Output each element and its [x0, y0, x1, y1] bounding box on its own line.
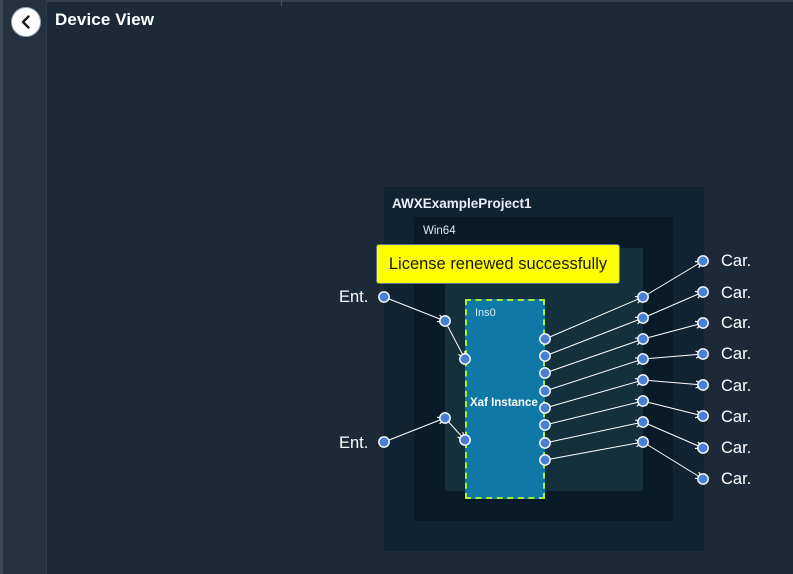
instance-output-port[interactable]: [539, 333, 551, 345]
page-title: Device View: [55, 10, 155, 29]
instance-output-port[interactable]: [539, 385, 551, 397]
connection-wire: [444, 320, 465, 359]
output-endpoint-label: Car.: [721, 345, 752, 363]
output-endpoint-label: Car.: [721, 284, 752, 302]
instance-output-port[interactable]: [539, 437, 551, 449]
instance-output-port[interactable]: [539, 402, 551, 414]
instance-output-port[interactable]: [539, 454, 551, 466]
input-relay-port[interactable]: [439, 315, 451, 327]
connection-wire: [544, 401, 643, 426]
connection-wire: [544, 359, 643, 392]
connection-wire: [383, 296, 445, 321]
chevron-left-icon: [21, 15, 30, 29]
xaf-instance-block[interactable]: [465, 299, 545, 499]
input-endpoint-port[interactable]: [378, 291, 390, 303]
input-relay-port[interactable]: [439, 412, 451, 424]
wire-layer: [383, 261, 703, 479]
instance-input-port[interactable]: [459, 434, 471, 446]
output-endpoint-port[interactable]: [697, 410, 709, 422]
output-endpoint-port[interactable]: [697, 442, 709, 454]
output-endpoint-label: Car.: [721, 408, 752, 426]
license-notification: License renewed successfully: [376, 244, 620, 284]
connection-wire: [544, 442, 643, 461]
output-endpoint-port[interactable]: [697, 286, 709, 298]
connection-wire: [544, 380, 643, 409]
input-endpoint-port[interactable]: [378, 436, 390, 448]
output-relay-port[interactable]: [637, 333, 649, 345]
output-relay-port[interactable]: [637, 436, 649, 448]
instance-output-port[interactable]: [539, 419, 551, 431]
connection-wire: [642, 292, 703, 319]
left-rail: [0, 0, 47, 574]
project-name: AWXExampleProject1: [392, 196, 532, 211]
connection-wire: [642, 441, 703, 479]
connection-wire: [642, 379, 703, 385]
output-relay-port[interactable]: [637, 374, 649, 386]
connection-wire: [642, 354, 703, 360]
input-endpoint-label: Ent.: [339, 288, 369, 306]
output-endpoint-port[interactable]: [697, 255, 709, 267]
output-endpoint-port[interactable]: [697, 348, 709, 360]
connection-wire: [642, 421, 703, 448]
connection-wire: [544, 297, 643, 340]
port-layer: [378, 255, 709, 485]
connection-wire: [642, 400, 703, 416]
output-relay-port[interactable]: [637, 353, 649, 365]
output-endpoint-label: Car.: [721, 252, 752, 270]
output-relay-port[interactable]: [637, 312, 649, 324]
instance-output-port[interactable]: [539, 350, 551, 362]
left-rail-separator: [46, 0, 47, 574]
connection-wire: [642, 323, 703, 340]
instance-title: Xaf Instance: [470, 397, 538, 409]
instance-output-port[interactable]: [539, 367, 551, 379]
output-endpoint-port[interactable]: [697, 317, 709, 329]
connection-wire: [544, 422, 643, 444]
instance-id: Ins0: [475, 307, 496, 319]
instance-input-port[interactable]: [459, 353, 471, 365]
output-relay-port[interactable]: [637, 416, 649, 428]
left-rail-edge: [0, 0, 3, 574]
input-endpoint-label: Ent.: [339, 434, 369, 452]
top-border: [0, 0, 793, 2]
back-button[interactable]: [11, 7, 41, 37]
output-endpoint-label: Car.: [721, 470, 752, 488]
splitter-tick: [281, 0, 282, 6]
connection-wire: [642, 261, 703, 298]
platform-name: Win64: [423, 225, 456, 237]
output-endpoint-label: Car.: [721, 439, 752, 457]
output-endpoint-label: Car.: [721, 377, 752, 395]
connection-wire: [383, 418, 445, 443]
output-endpoint-port[interactable]: [697, 473, 709, 485]
output-endpoint-port[interactable]: [697, 379, 709, 391]
output-endpoint-label: Car.: [721, 314, 752, 332]
connection-wire: [544, 318, 643, 357]
output-relay-port[interactable]: [637, 291, 649, 303]
output-relay-port[interactable]: [637, 395, 649, 407]
connection-wire: [544, 339, 643, 374]
